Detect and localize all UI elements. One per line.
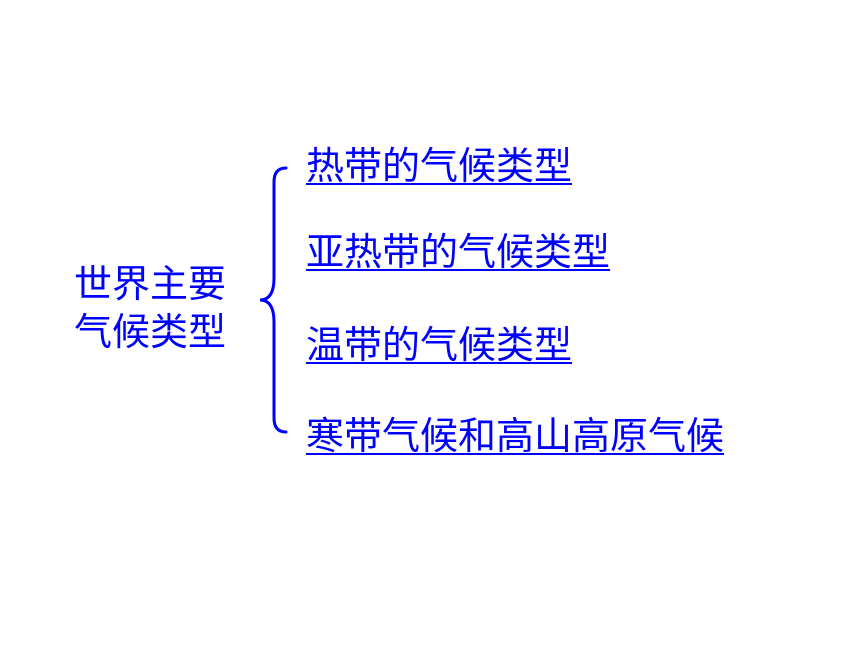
root-label-line2: 气候类型 bbox=[74, 310, 227, 354]
branch-link-temperate[interactable]: 温带的气候类型 bbox=[306, 323, 573, 367]
root-label: 世界主要 气候类型 bbox=[74, 260, 254, 356]
curly-brace bbox=[259, 166, 288, 434]
branch-link-subtropical[interactable]: 亚热带的气候类型 bbox=[306, 230, 611, 274]
brace-path bbox=[259, 166, 288, 434]
branch-link-frigid-highland[interactable]: 寒带气候和高山高原气候 bbox=[306, 414, 725, 458]
root-label-line1: 世界主要 bbox=[74, 262, 227, 306]
branch-link-tropical[interactable]: 热带的气候类型 bbox=[306, 144, 573, 188]
